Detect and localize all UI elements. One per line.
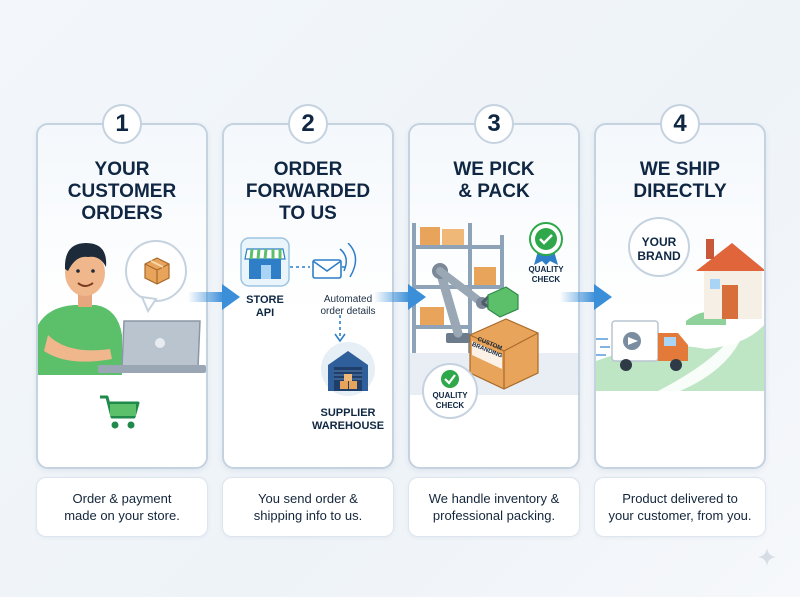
customer-with-laptop-illustration	[38, 240, 206, 375]
step-number-4: 4	[660, 104, 700, 144]
step-3-caption: We handle inventory & professional packi…	[408, 477, 580, 537]
delivery-scene-illustration	[596, 239, 764, 391]
step-1-caption: Order & payment made on your store.	[36, 477, 208, 537]
automated-order-details-label: Automated order details	[320, 294, 376, 317]
step-3-title: WE PICK & PACK	[453, 159, 535, 202]
quality-badge-icon	[529, 222, 563, 265]
shopping-cart-icon	[100, 395, 140, 429]
step-number-3: 3	[474, 104, 514, 144]
quality-check-label-bottom: QUALITY CHECK	[432, 391, 468, 410]
envelope-icon	[312, 259, 342, 279]
step-card-1: YOUR CUSTOMER ORDERS	[36, 123, 208, 469]
quality-check-label-top: QUALITY CHECK	[528, 265, 564, 284]
step-2-title: ORDER FORWARDED TO US	[245, 159, 371, 224]
brand-speech-bubble	[628, 217, 690, 277]
your-brand-label: YOUR BRAND	[637, 235, 681, 263]
flow-arrow-icon	[560, 284, 612, 310]
check-circle-icon	[441, 370, 459, 388]
warehouse-icon	[321, 342, 375, 396]
step-card-2: ORDER FORWARDED TO US STORE API Automate…	[222, 123, 394, 469]
package-icon	[144, 257, 170, 285]
step-number-1: 1	[102, 104, 142, 144]
storefront-icon	[240, 237, 290, 287]
store-api-label: STORE API	[246, 294, 284, 319]
step-card-4: WE SHIP DIRECTLY YOUR	[594, 123, 766, 469]
step-4-title: WE SHIP DIRECTLY	[633, 159, 727, 202]
flow-arrow-icon	[374, 284, 426, 310]
step-2-caption: You send order & shipping info to us.	[222, 477, 394, 537]
step-card-3: WE PICK & PACK	[408, 123, 580, 469]
step-1-title: YOUR CUSTOMER ORDERS	[67, 159, 177, 224]
step-number-2: 2	[288, 104, 328, 144]
data-connector-line	[290, 243, 357, 343]
supplier-warehouse-label: SUPPLIER WAREHOUSE	[311, 407, 385, 432]
sparkle-icon	[758, 548, 776, 566]
step-4-caption: Product delivered to your customer, from…	[594, 477, 766, 537]
flow-arrow-icon	[188, 284, 240, 310]
